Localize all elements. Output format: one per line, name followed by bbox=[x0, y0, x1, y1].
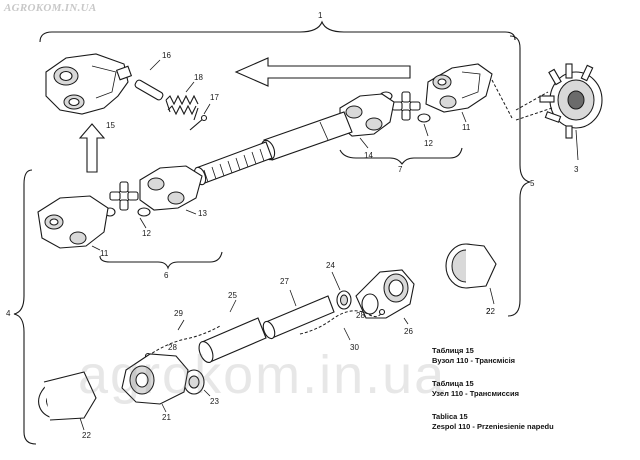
bearing-ring-24 bbox=[331, 271, 352, 310]
callout-24: 24 bbox=[326, 261, 335, 270]
callout-11-left: 11 bbox=[100, 249, 109, 258]
callout-29: 29 bbox=[174, 309, 183, 318]
callout-7: 7 bbox=[398, 165, 403, 174]
callout-25: 25 bbox=[228, 291, 237, 300]
callout-3: 3 bbox=[574, 165, 579, 174]
callout-23: 23 bbox=[210, 397, 219, 406]
bracket-1 bbox=[39, 20, 516, 43]
guard-tube-25 bbox=[198, 299, 267, 363]
caption-ukr-unit: Вузол 110 - Трансмісія bbox=[432, 356, 516, 365]
callout-labels: 1 2 3 4 5 6 7 11 11 12 12 13 14 15 16 17… bbox=[6, 11, 579, 440]
callout-12-left: 12 bbox=[142, 229, 151, 238]
callout-12-right: 12 bbox=[424, 139, 433, 148]
guard-tube-27 bbox=[262, 289, 335, 340]
caption-rus-unit: Узел 110 - Трансмиссия bbox=[432, 389, 519, 398]
caption-pol-table: Tablica 15 bbox=[432, 412, 468, 421]
coupling-3 bbox=[515, 63, 603, 161]
callout-28-right: 28 bbox=[356, 311, 365, 320]
callout-18: 18 bbox=[194, 73, 203, 82]
tube-outer-right bbox=[260, 111, 353, 161]
callout-2: 2 bbox=[486, 307, 491, 316]
caption-ukr-table: Таблиця 15 bbox=[432, 346, 474, 355]
callout-15: 15 bbox=[106, 121, 115, 130]
callout-16: 16 bbox=[162, 51, 171, 60]
cross-12-left bbox=[104, 181, 151, 229]
callout-14: 14 bbox=[364, 151, 373, 160]
guard-cone-22-right bbox=[445, 243, 497, 305]
direction-arrow-left bbox=[234, 57, 411, 87]
callout-22-left: 22 bbox=[82, 431, 91, 440]
direction-arrow-up bbox=[78, 123, 106, 173]
yoke-11-right bbox=[425, 63, 513, 123]
callout-13: 13 bbox=[198, 209, 207, 218]
callout-11-right: 11 bbox=[462, 123, 471, 132]
splined-shaft bbox=[193, 141, 273, 186]
bracket-4 bbox=[13, 169, 37, 445]
pin-16 bbox=[134, 59, 164, 101]
callout-1: 1 bbox=[318, 11, 323, 20]
brace-7 bbox=[339, 147, 463, 165]
spring-18 bbox=[165, 81, 199, 121]
yoke-14 bbox=[339, 93, 395, 149]
table-caption: Таблиця 15 Вузол 110 - Трансмісія Таблиц… bbox=[432, 346, 554, 432]
guard-bearing-26 bbox=[355, 269, 415, 325]
callout-17: 17 bbox=[210, 93, 219, 102]
caption-pol-unit: Zespol 110 - Przeniesienie napedu bbox=[432, 422, 554, 431]
callout-22-right: 22 bbox=[486, 307, 495, 316]
yoke-13 bbox=[139, 165, 203, 215]
yoke-11-left bbox=[37, 195, 109, 251]
callout-28-left: 28 bbox=[168, 343, 177, 352]
callout-30: 30 bbox=[350, 343, 359, 352]
caption-rus-table: Таблица 15 bbox=[432, 379, 474, 388]
watermark-top-left: AGROKOM.IN.UA bbox=[4, 2, 97, 14]
safety-chain-30 bbox=[299, 308, 386, 341]
callout-5: 5 bbox=[530, 179, 535, 188]
callout-21: 21 bbox=[162, 413, 171, 422]
guard-cone-22-left bbox=[38, 371, 97, 431]
callout-4: 4 bbox=[6, 309, 11, 318]
pin-17 bbox=[189, 103, 211, 131]
callout-6: 6 bbox=[164, 271, 169, 280]
brace-6 bbox=[99, 251, 223, 270]
callout-26: 26 bbox=[404, 327, 413, 336]
yoke-15 bbox=[45, 53, 133, 115]
guard-bearing-21 bbox=[121, 353, 189, 413]
bracket-5 bbox=[507, 35, 531, 317]
bearing-ring-23 bbox=[183, 369, 211, 397]
callout-27: 27 bbox=[280, 277, 289, 286]
